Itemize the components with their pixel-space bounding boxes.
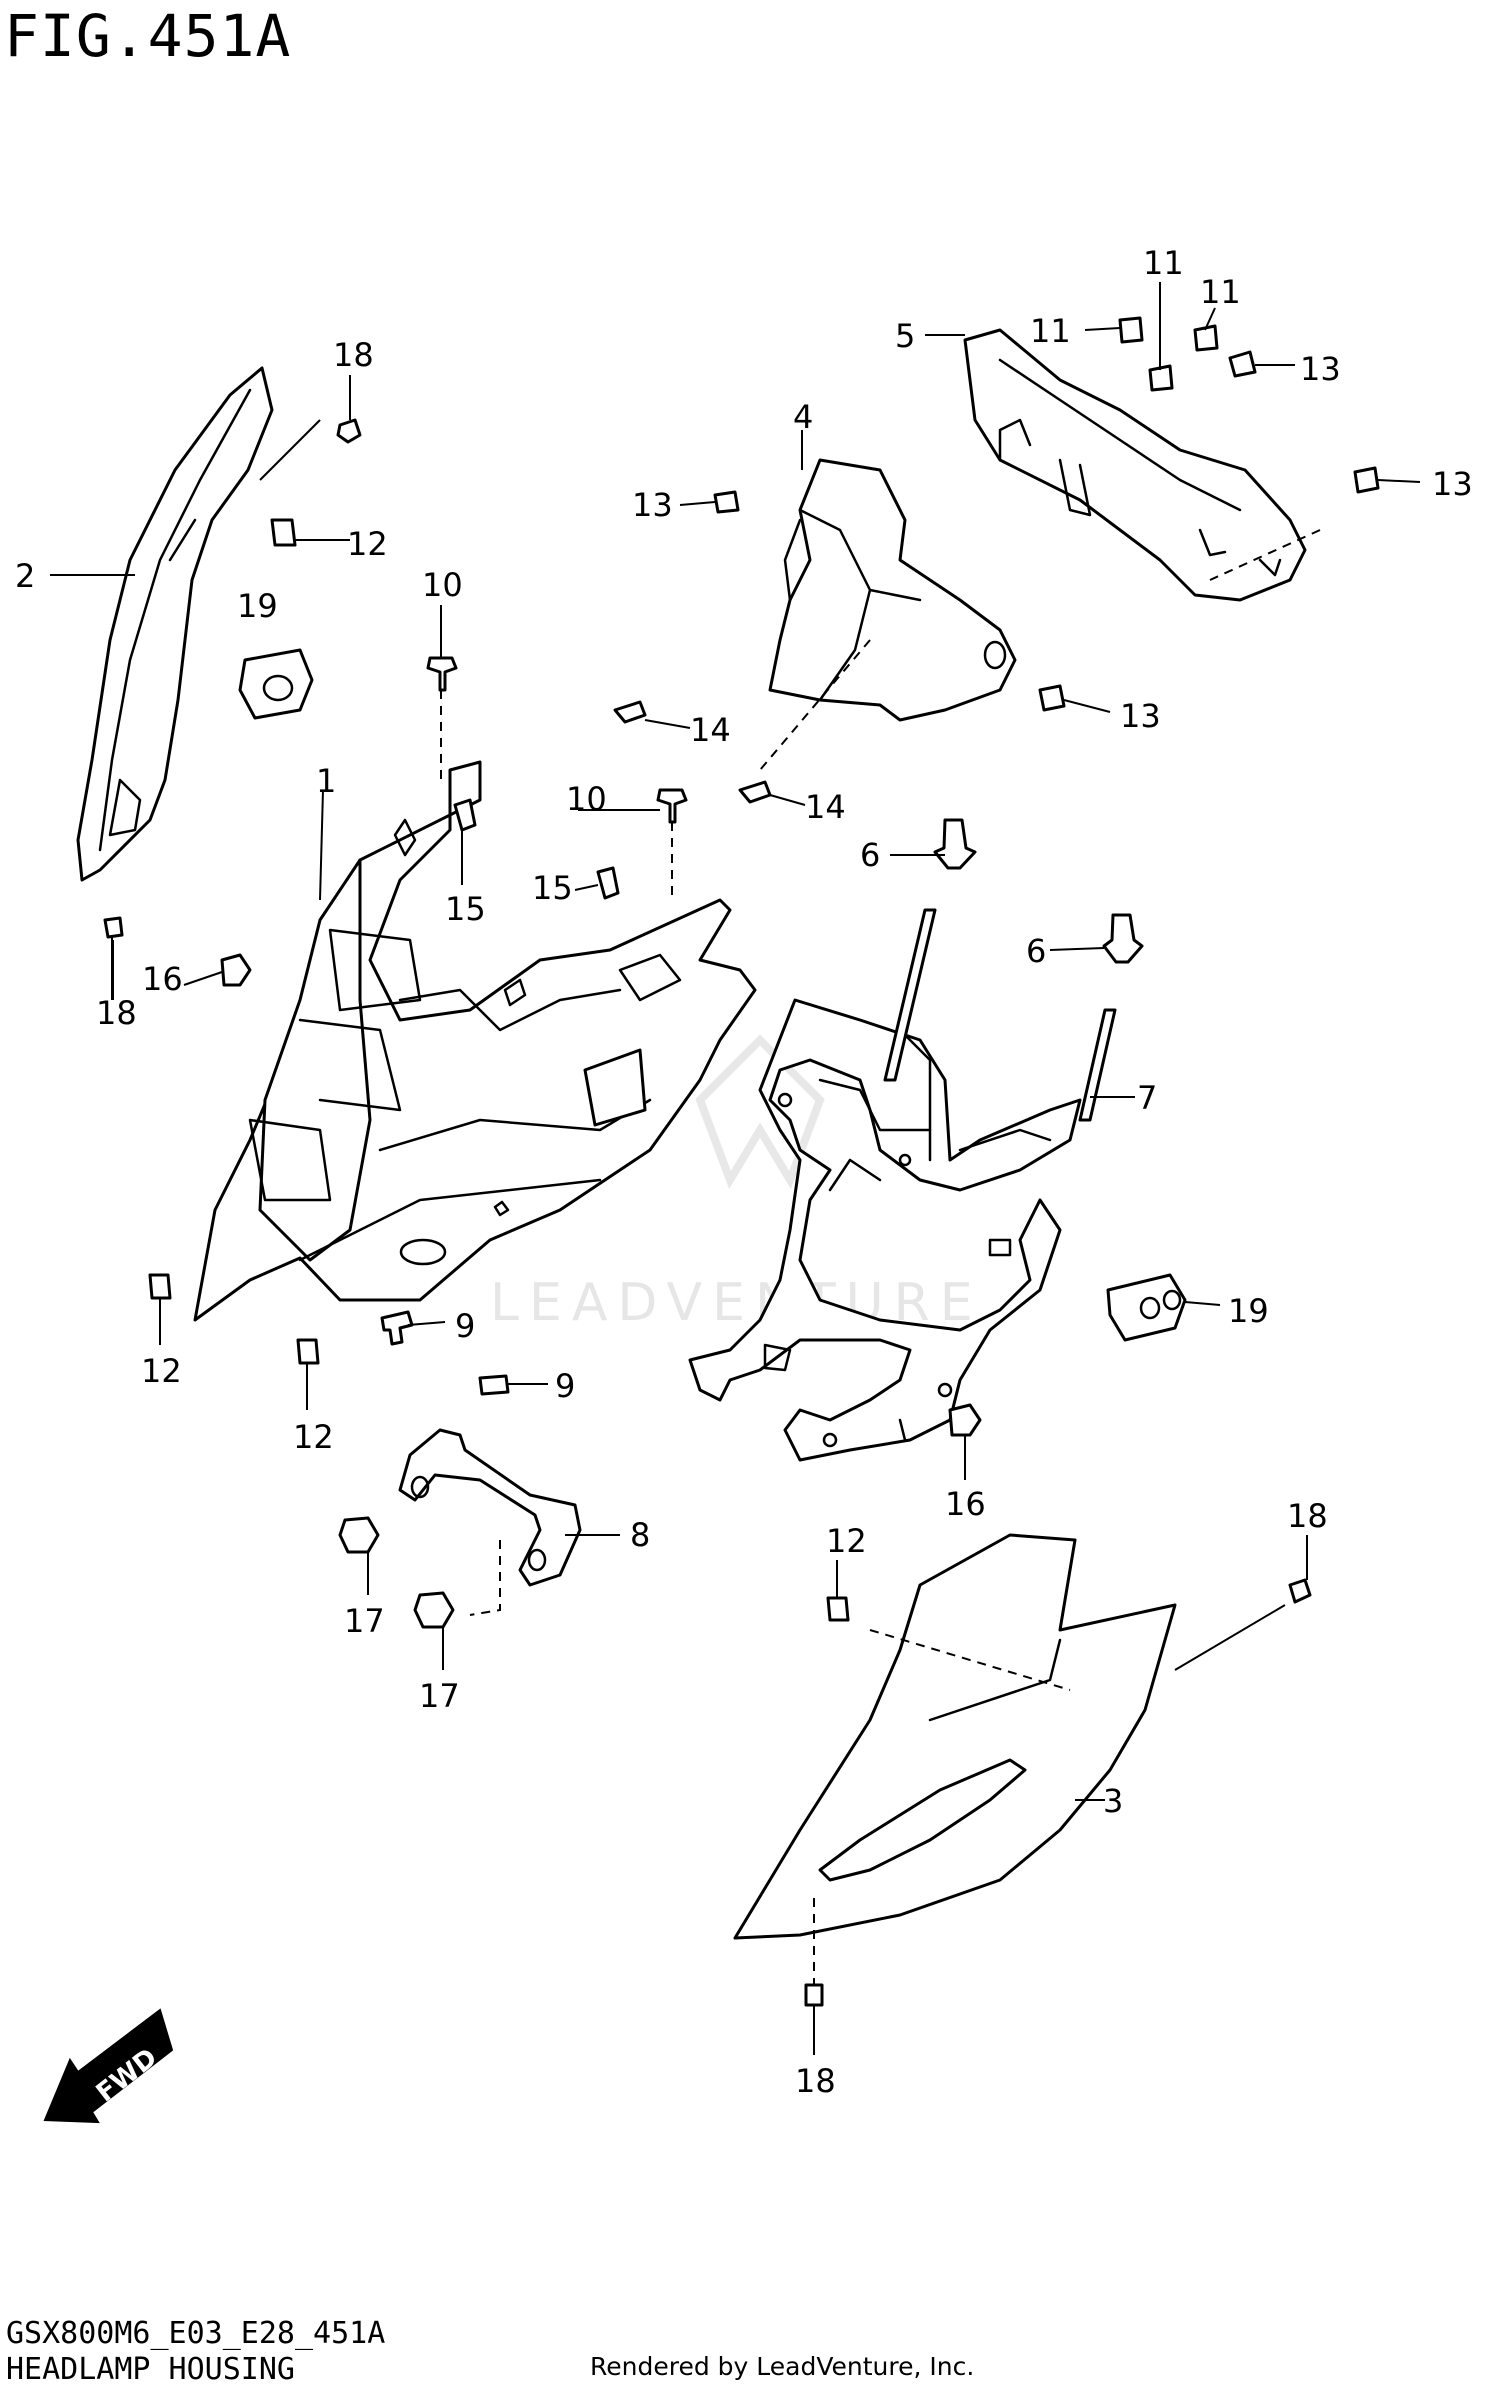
part-6-bolt-a[interactable] (933, 818, 977, 870)
fastener-14-b (738, 780, 772, 804)
callout-16a: 16 (142, 960, 183, 998)
fastener-16-a (220, 953, 252, 987)
screw-10-b (656, 788, 688, 824)
bolt-17-a (338, 1516, 380, 1554)
diagram-code: GSX800M6_E03_E28_451A (6, 2316, 386, 2351)
callout-17b: 17 (419, 1677, 460, 1715)
part-4-bracket[interactable] (759, 458, 1017, 771)
grommet-19-a (238, 648, 314, 720)
callouts: 1 2 3 4 5 6 6 7 8 9 9 10 10 11 11 11 12 … (15, 244, 1473, 2100)
fastener-13-d (1038, 684, 1066, 712)
callout-10a: 10 (422, 566, 463, 604)
callout-6b: 6 (1026, 932, 1046, 970)
figure-title: FIG.451A (4, 2, 292, 70)
fastener-12-b (148, 1273, 172, 1300)
callout-8: 8 (630, 1516, 650, 1554)
fasteners (103, 316, 1380, 2007)
callout-10b: 10 (566, 780, 607, 818)
fastener-11-c (1193, 324, 1219, 352)
clip-15-a (453, 798, 477, 832)
callout-14a: 14 (690, 711, 731, 749)
callout-7: 7 (1137, 1079, 1157, 1117)
callout-11c: 11 (1200, 273, 1241, 311)
screw-10-a (426, 656, 458, 692)
callout-19a: 19 (237, 587, 278, 625)
callout-16b: 16 (945, 1485, 986, 1523)
callout-18b: 18 (96, 994, 137, 1032)
fastener-13-c (1353, 466, 1380, 494)
callout-3: 3 (1103, 1782, 1123, 1820)
callout-13d: 13 (1120, 697, 1161, 735)
screw-9-b (478, 1374, 510, 1396)
callout-13c: 13 (1432, 465, 1473, 503)
callout-9a: 9 (455, 1307, 475, 1345)
grommet-19-b (1106, 1273, 1187, 1342)
callout-2: 2 (15, 557, 35, 595)
fastener-14-a (613, 700, 647, 724)
fastener-12-d (826, 1596, 850, 1622)
callout-18d: 18 (795, 2062, 836, 2100)
part-5-upper-bracket[interactable] (963, 328, 1321, 602)
callout-9b: 9 (555, 1367, 575, 1405)
callout-17a: 17 (344, 1602, 385, 1640)
diagram-caption: HEADLAMP HOUSING (6, 2352, 295, 2387)
part-2-side-cowl-left[interactable] (76, 366, 274, 882)
callout-11a: 11 (1143, 244, 1184, 282)
clip-15-b (596, 866, 620, 900)
fastener-18-d (804, 1983, 824, 2007)
callout-12a: 12 (347, 525, 388, 563)
fastener-13-a (713, 490, 740, 514)
fwd-arrow-icon: FWD (43, 2008, 174, 2124)
callout-19b: 19 (1228, 1292, 1269, 1330)
credit-text: Rendered by LeadVenture, Inc. (590, 2352, 975, 2381)
fastener-16-b (948, 1403, 982, 1437)
fastener-12-c (296, 1338, 320, 1365)
fastener-11-b (1148, 364, 1174, 392)
part-6-bolt-b[interactable] (1102, 913, 1144, 964)
callout-6a: 6 (860, 836, 880, 874)
callout-13b: 13 (1300, 350, 1341, 388)
callout-5: 5 (895, 317, 915, 355)
callout-1: 1 (316, 762, 336, 800)
callout-12c: 12 (293, 1418, 334, 1456)
part-7-headlamp-stay[interactable] (688, 908, 1117, 1462)
callout-18c: 18 (1287, 1497, 1328, 1535)
callout-18a: 18 (333, 336, 374, 374)
part-1-headlamp-housing[interactable] (193, 760, 757, 1322)
callout-14b: 14 (805, 788, 846, 826)
callout-13a: 13 (632, 486, 673, 524)
screw-9-a (380, 1310, 414, 1346)
bolt-17-b (413, 1591, 455, 1629)
fastener-13-b (1228, 350, 1257, 378)
fastener-12-a (270, 518, 297, 547)
callout-4: 4 (793, 398, 813, 436)
part-3-lower-cowl[interactable] (733, 1533, 1286, 1940)
fastener-18-c (1288, 1578, 1312, 1604)
callout-12b: 12 (141, 1352, 182, 1390)
callout-12d: 12 (826, 1522, 867, 1560)
fastener-18-b (103, 916, 124, 939)
callout-15a: 15 (445, 890, 486, 928)
fastener-11-a (1118, 316, 1144, 344)
callout-11b: 11 (1030, 312, 1071, 350)
callout-15b: 15 (532, 869, 573, 907)
leader-lines (50, 282, 1421, 2055)
fastener-18-a (336, 418, 362, 444)
part-8-bracket[interactable] (398, 1428, 582, 1616)
